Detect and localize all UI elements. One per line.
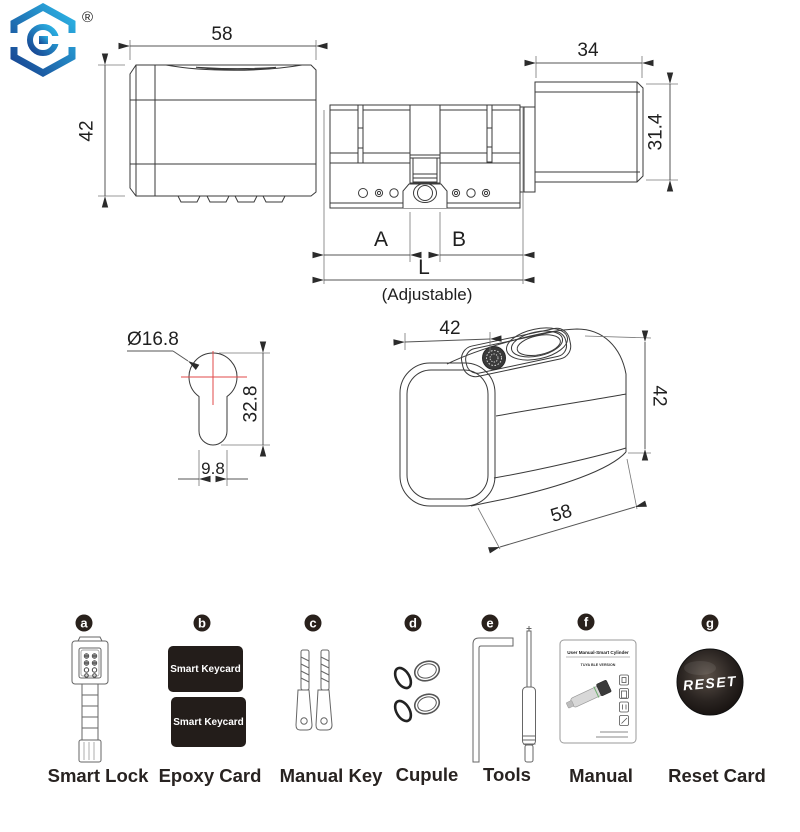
badge-e: e (481, 614, 499, 632)
svg-text:d: d (409, 616, 417, 631)
cupule-icons (393, 660, 441, 723)
dim-profile-width: 9.8 (178, 450, 248, 486)
label-manual: Manual (569, 765, 633, 786)
logo-hexagon-icon (10, 3, 76, 77)
reset-disc-text: RESET (682, 673, 737, 694)
registered-mark: ® (82, 9, 93, 26)
dim-58-label: 58 (211, 24, 232, 45)
dim-9-8-label: 9.8 (201, 459, 225, 478)
manual-booklet: User Manual-Smart Cylinder TUYA BLE VERS… (559, 639, 637, 744)
cupule-1 (393, 660, 441, 690)
side-view-knob (534, 81, 644, 183)
side-view-body (129, 64, 317, 203)
svg-text:f: f (584, 615, 589, 630)
cupule-2 (393, 693, 441, 723)
dim-knob-height: 31.4 (646, 72, 678, 192)
label-cupule: Cupule (396, 764, 459, 785)
dim-42-left-label: 42 (77, 120, 98, 141)
screwdriver-icon (522, 626, 536, 763)
svg-text:a: a (80, 616, 88, 631)
badge-d: d (404, 614, 422, 632)
allen-wrench-icon (472, 637, 514, 763)
dim-32-8-label: 32.8 (241, 386, 262, 423)
screw-post (402, 183, 448, 208)
key-2 (315, 649, 333, 731)
label-smart-lock: Smart Lock (48, 765, 149, 786)
dim-perspective-length: 58 (477, 458, 647, 554)
dim-body-height: 42 (77, 53, 125, 208)
dim-31-4-label: 31.4 (646, 113, 667, 150)
smart-lock-icon (71, 636, 109, 763)
profile-view: Ø16.8 32.8 9.8 (127, 329, 270, 486)
reset-card-icon: RESET (676, 648, 744, 716)
dim-profile-height: 32.8 (219, 341, 270, 457)
key-1 (295, 649, 313, 731)
dim-a-label: A (374, 228, 388, 251)
dim-perspective-width: 42 (393, 318, 502, 352)
manual-title: User Manual-Smart Cylinder (567, 650, 629, 655)
svg-text:e: e (486, 616, 493, 631)
dim-b-label: B (452, 228, 466, 251)
badge-b: b (193, 614, 211, 632)
front-face-outer (399, 362, 496, 507)
manual-feature-icons (619, 674, 629, 726)
side-view: 58 42 34 31.4 (77, 24, 678, 304)
badge-c: c (304, 614, 322, 632)
dim-42-top-label: 42 (439, 318, 460, 339)
keycard-2 (171, 697, 246, 747)
svg-text:b: b (198, 616, 206, 631)
cam-block (409, 104, 441, 184)
dim-body-width: 58 (118, 24, 328, 60)
badge-f: f (577, 613, 595, 631)
brand-logo: ® (9, 3, 93, 77)
keycard-1-text: Smart Keycard (170, 664, 241, 675)
dim-58-bottom-label: 58 (548, 501, 574, 527)
knob-ring (506, 327, 568, 361)
manual-key-icons (295, 649, 333, 731)
manual-cylinder-image (566, 680, 612, 709)
keycard-1 (168, 646, 243, 692)
kit-labels: Smart Lock Epoxy Card Manual Key Cupule … (48, 764, 766, 786)
adjustable-note: (Adjustable) (382, 285, 473, 304)
badge-g: g (701, 614, 719, 632)
keycard-2-text: Smart Keycard (173, 717, 244, 728)
dim-perspective-height: 42 (584, 330, 670, 461)
side-view-cylinder (329, 104, 536, 209)
front-face-inner (406, 369, 489, 500)
pin-holes (358, 188, 491, 198)
kit-badges: a b c d e f g (75, 613, 719, 632)
top-panel (461, 327, 572, 378)
label-tools: Tools (483, 764, 531, 785)
perspective-view: 42 42 58 (393, 318, 670, 554)
label-manual-key: Manual Key (280, 765, 384, 786)
dim-profile-diameter: Ø16.8 (127, 329, 200, 371)
dim-42-right-label: 42 (649, 385, 670, 406)
svg-text:c: c (309, 616, 316, 631)
dim-adjustable-lengths: A B L (Adjustable) (312, 107, 535, 304)
screw-hole (413, 183, 437, 203)
dim-34-label: 34 (577, 40, 599, 61)
svg-text:g: g (706, 616, 714, 631)
tools-icons (472, 626, 536, 763)
epoxy-card-icons: Smart Keycard Smart Keycard (168, 646, 246, 747)
label-epoxy-card: Epoxy Card (159, 765, 262, 786)
dim-l-label: L (418, 256, 430, 279)
fingerprint-sensor-icon (482, 346, 506, 370)
manual-subtitle: TUYA BLE VERSION (581, 663, 616, 667)
dim-diameter-label: Ø16.8 (127, 329, 179, 350)
dim-knob-width: 34 (524, 40, 654, 78)
label-reset-card: Reset Card (668, 765, 766, 786)
badge-a: a (75, 614, 93, 632)
